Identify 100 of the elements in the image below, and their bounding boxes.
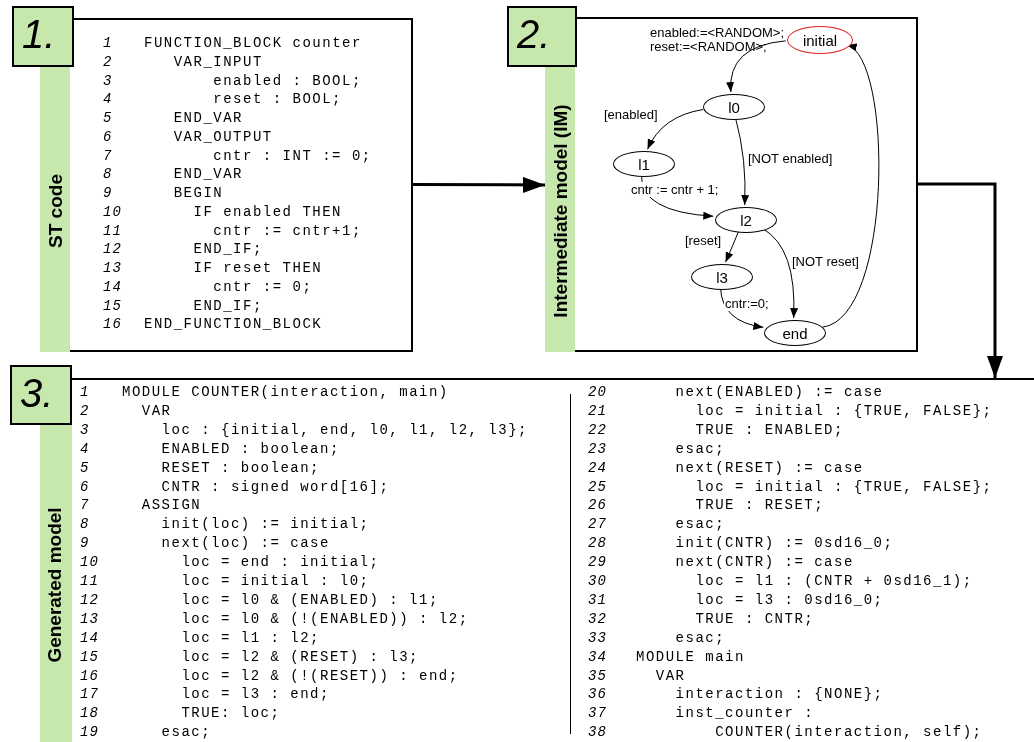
code-line: CNTR : signed word[16]; [161,477,390,497]
code-line: esac; [675,439,726,459]
arrow [720,287,764,330]
line-number: 23 [588,439,607,459]
line-number: 9 [80,534,90,554]
line-number: 2 [80,401,90,421]
panel-title: Generated model [44,506,66,663]
code-line: IF enabled THEN [193,202,343,222]
code-line: next(loc) := case [161,534,330,554]
code-line: interaction : {NONE}; [675,685,884,705]
code-line: esac; [675,515,726,535]
line-number: 12 [80,590,99,610]
arrow [726,40,787,93]
code-line: loc = l2 & (!(RESET)) : end; [181,666,459,686]
code-line: inst_counter : [675,704,815,724]
line-number: 31 [588,590,607,610]
line-number: 28 [588,534,607,554]
code-line: loc = l0 & (ENABLED) : l1; [181,590,439,610]
code-line: VAR [141,401,172,421]
arrow [725,230,740,263]
line-number: 24 [588,458,607,478]
code-line: BEGIN [173,184,224,203]
code-line: init(loc) := initial; [161,515,370,535]
edge-label: [NOT reset] [791,254,860,269]
code-line: VAR_INPUT [173,52,263,72]
line-number: 12 [103,240,122,259]
code-line: MODULE main [636,647,745,667]
state-ellipse: l1 [613,151,675,177]
state-ellipse: end [764,320,826,346]
line-number: 19 [80,723,99,742]
line-number: 9 [103,184,113,203]
line-number: 8 [103,165,113,184]
edge-label: cntr:=0; [724,296,770,311]
code-line: ENABLED : boolean; [161,439,340,459]
code-line: TRUE : CNTR; [695,609,815,629]
line-number: 15 [80,647,99,667]
line-number: 7 [80,496,90,516]
code-line: next(RESET) := case [675,458,864,478]
code-line: cntr : INT := 0; [213,146,372,166]
code-line: enabled : BOOL; [213,71,362,91]
line-number: 32 [588,609,607,629]
step-number: 1. [12,6,74,67]
state-ellipse: l3 [691,264,753,290]
panel-title: ST code [45,173,67,248]
arrow [413,176,545,193]
code-line: END_VAR [173,165,243,184]
line-number: 10 [103,202,122,222]
line-number: 35 [588,666,607,686]
code-line: loc : {initial, end, l0, l1, l2, l3}; [161,420,528,440]
code-line: reset : BOOL; [213,90,342,109]
edge-label: [reset] [684,233,723,248]
code-line: RESET : boolean; [161,458,320,478]
code-line: loc = initial : l0; [181,572,370,591]
arrow [918,182,1003,378]
line-number: 26 [588,496,607,516]
code-line: loc = initial : {TRUE, FALSE}; [695,401,993,421]
line-number: 4 [80,439,90,459]
code-line: MODULE COUNTER(interaction, main) [122,383,449,402]
line-number: 29 [588,553,607,572]
code-line: VAR [655,666,686,686]
arrow [735,117,750,206]
code-line: END_FUNCTION_BLOCK [144,315,323,334]
code-line: TRUE : ENABLED; [695,420,844,440]
line-number: 17 [80,685,99,705]
line-number: 36 [588,685,607,705]
line-number: 25 [588,477,607,497]
line-number: 16 [103,315,122,334]
code-line: VAR_OUTPUT [173,127,273,147]
line-number: 37 [588,704,607,724]
line-number: 1 [103,34,113,53]
edge-label: [NOT enabled] [747,151,834,166]
code-line: END_VAR [173,109,243,128]
line-number: 5 [103,109,113,128]
code-line: END_IF; [193,296,263,316]
line-number: 21 [588,401,607,421]
code-line: IF reset THEN [193,259,323,278]
line-number: 11 [80,572,99,591]
line-number: 33 [588,628,607,648]
line-number: 16 [80,666,99,686]
code-line: END_IF; [193,240,263,259]
line-number: 4 [103,90,113,109]
line-number: 13 [80,609,99,629]
edge-label: cntr := cntr + 1; [630,182,720,197]
line-number: 5 [80,458,90,478]
line-number: 6 [103,127,113,147]
state-ellipse: l0 [703,94,765,120]
line-number: 8 [80,515,90,535]
code-line: FUNCTION_BLOCK counter [144,34,362,53]
code-line: loc = l1 : (CNTR + 0sd16_1); [695,572,973,591]
line-number: 30 [588,572,607,591]
code-line: loc = initial : {TRUE, FALSE}; [695,477,993,497]
code-line: cntr := cntr+1; [213,221,362,241]
step-number: 3. [10,365,72,425]
code-line: next(CNTR) := case [675,553,854,572]
line-number: 1 [80,383,90,402]
line-number: 3 [80,420,90,440]
line-number: 38 [588,723,607,742]
line-number: 13 [103,259,122,278]
line-number: 22 [588,420,607,440]
arrow [647,109,704,150]
